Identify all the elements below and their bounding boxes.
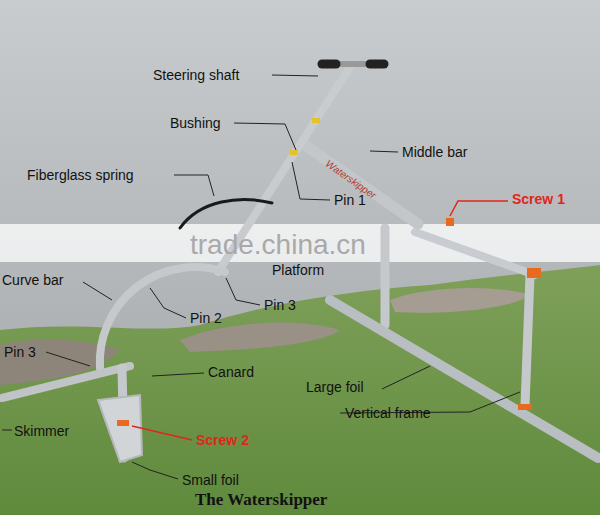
part-label: Canard <box>208 364 254 380</box>
watermark: trade.china.cn <box>190 230 366 260</box>
part-label: Vertical frame <box>345 405 431 421</box>
part-label: Middle bar <box>402 144 467 160</box>
part-label: Steering shaft <box>153 67 239 83</box>
caption: The Waterskipper <box>195 492 327 508</box>
part-label: Bushing <box>170 115 221 131</box>
part-label: Pin 3 <box>264 297 296 313</box>
screw-label: Screw 2 <box>196 432 249 448</box>
part-label: Fiberglass spring <box>27 167 134 183</box>
part-label: Large foil <box>306 379 364 395</box>
part-label: Skimmer <box>14 423 69 439</box>
screw-label: Screw 1 <box>512 191 565 207</box>
part-label: Pin 3 <box>4 344 36 360</box>
part-label: Platform <box>272 262 324 278</box>
part-label: Small foil <box>182 472 239 488</box>
part-label: Curve bar <box>2 272 63 288</box>
part-label: Pin 2 <box>190 310 222 326</box>
